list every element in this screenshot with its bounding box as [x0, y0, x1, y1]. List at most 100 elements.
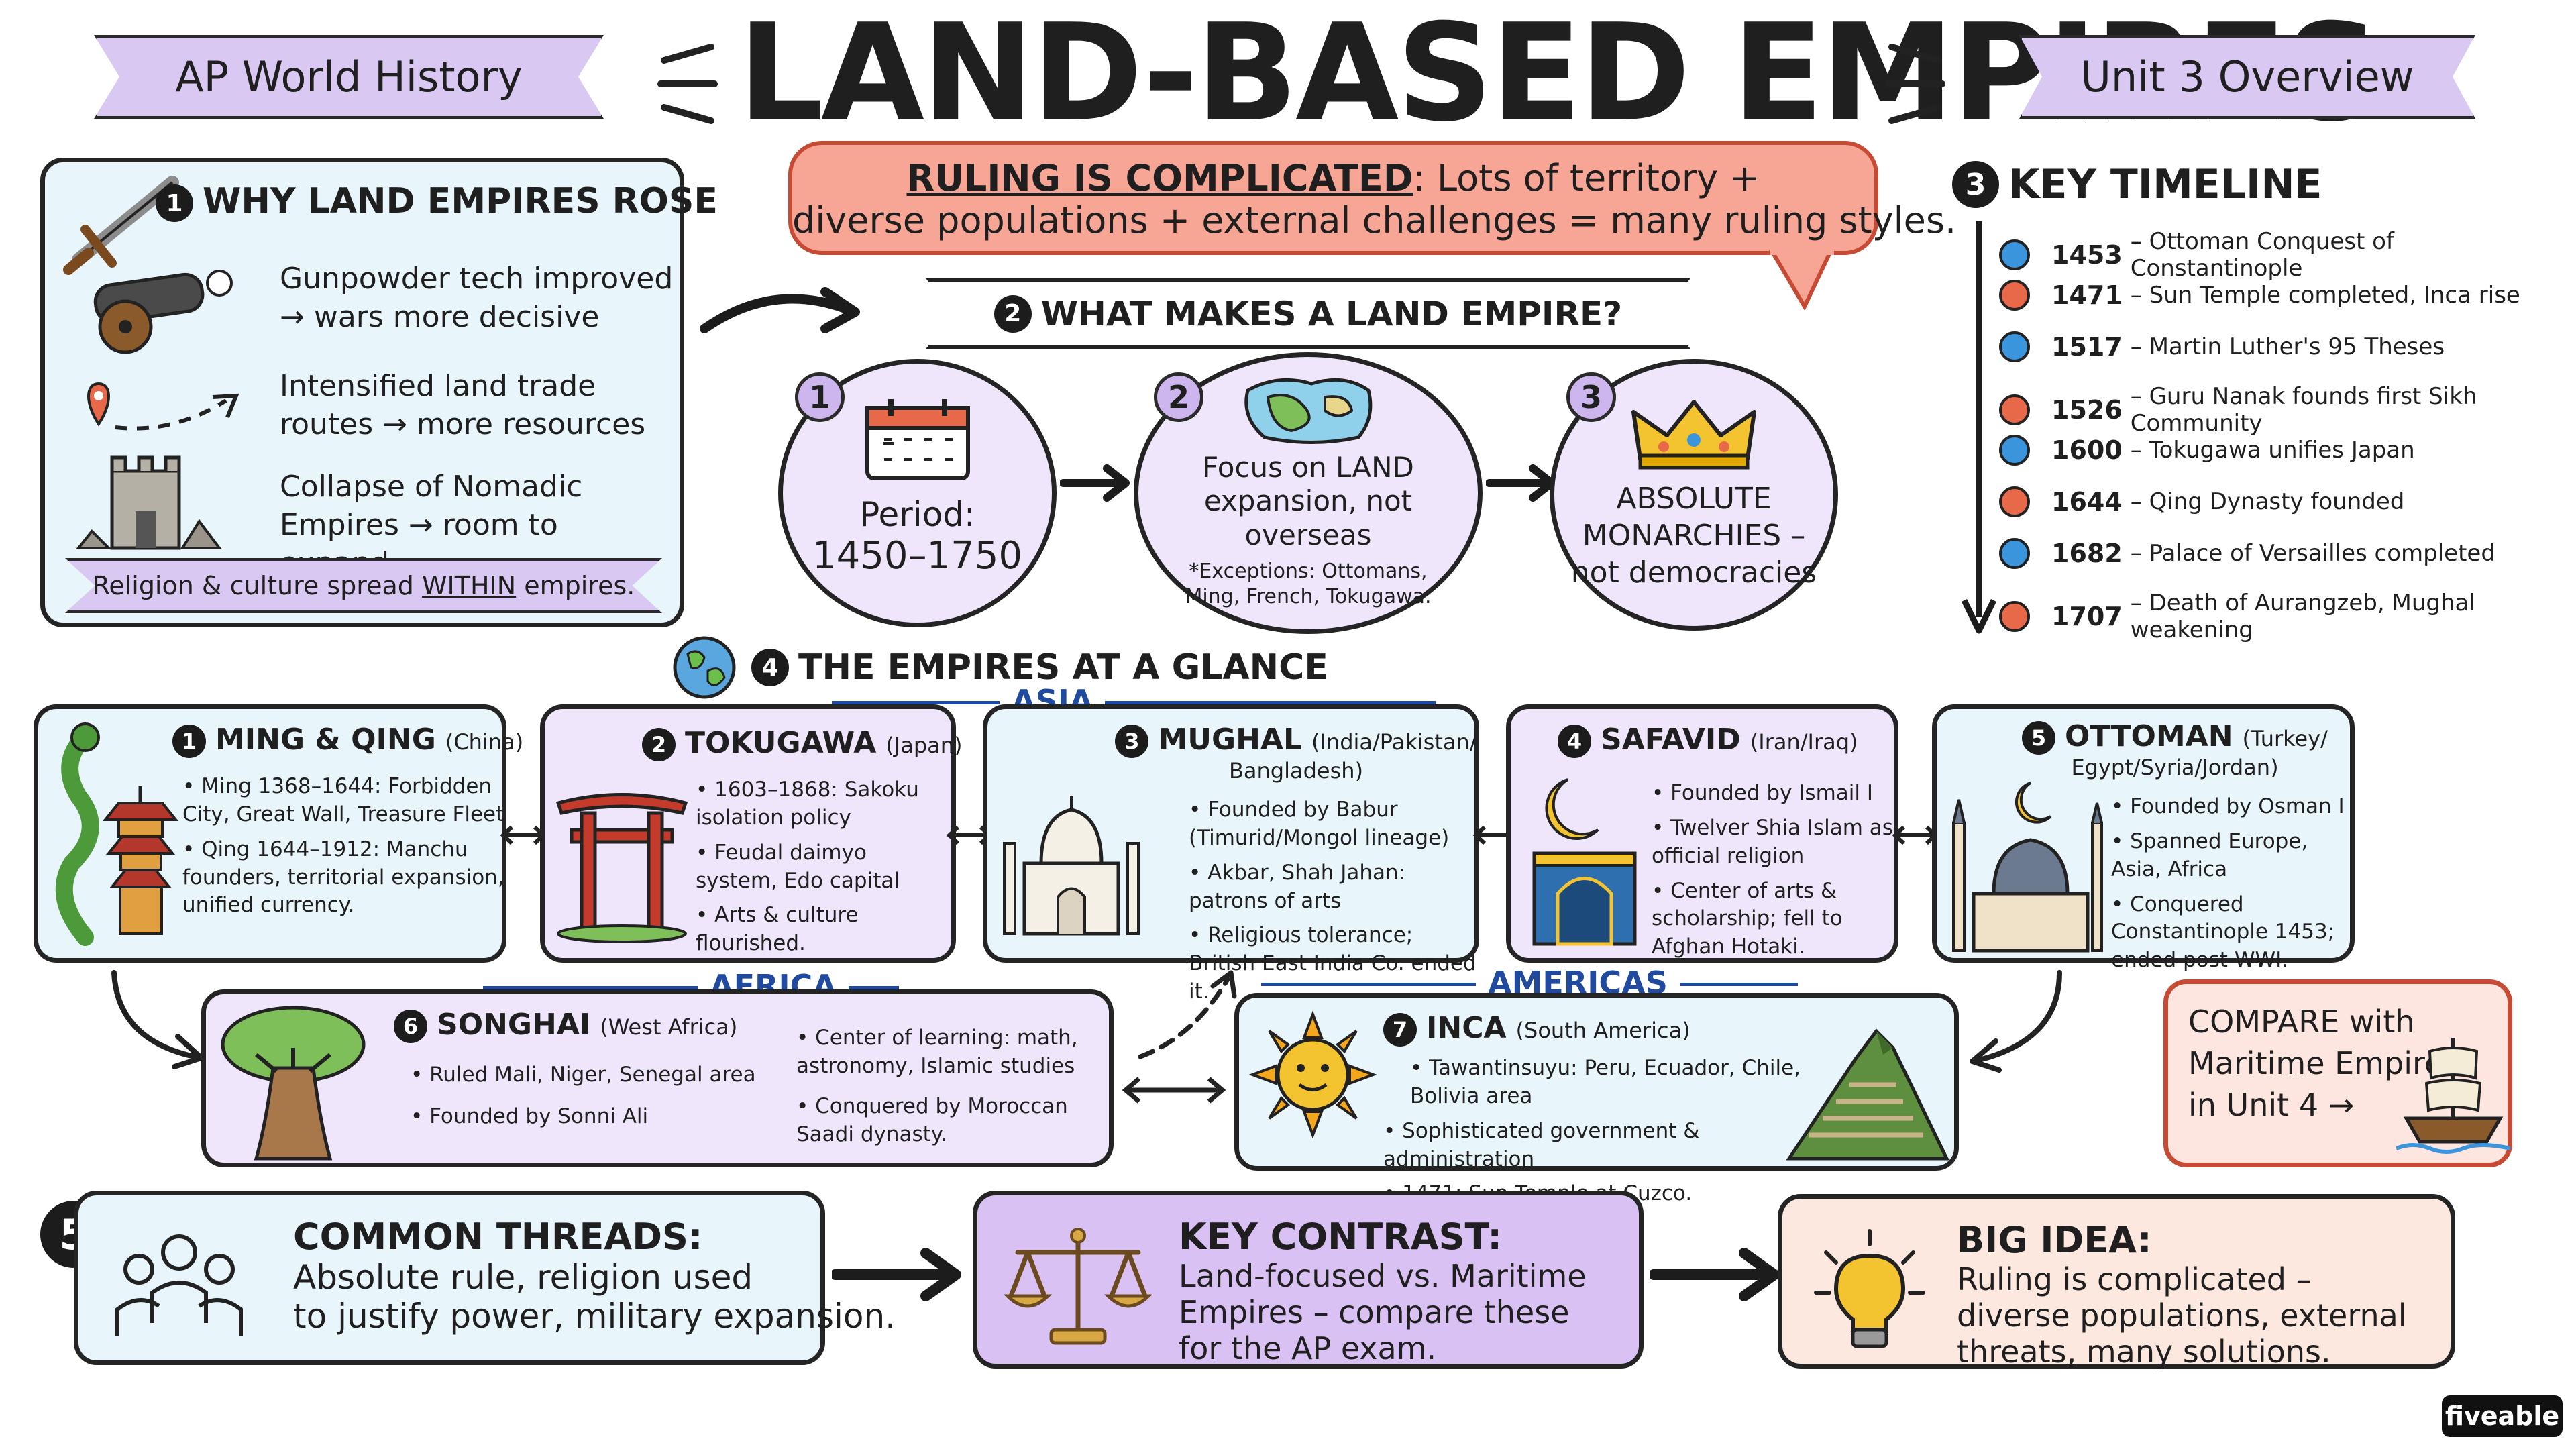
machu-picchu-icon	[1786, 1028, 1949, 1161]
period-label: Period:	[859, 494, 975, 534]
common-threads-card: COMMON THREADS: Absolute rule, religion …	[74, 1191, 896, 1365]
baobab-tree-icon	[221, 1006, 366, 1161]
section-number-1: 1	[156, 184, 193, 222]
land-focus-text: Focus on LAND expansion, not overseas	[1202, 450, 1414, 551]
ruling-line2: diverse populations + external challenge…	[792, 199, 1957, 241]
circle-number-3: 3	[1566, 372, 1616, 422]
exceptions-note: *Exceptions: Ottomans, Ming, French, Tok…	[1185, 559, 1432, 608]
torii-gate-icon	[555, 793, 688, 943]
songhai-bullets-right: Center of learning: math, astronomy, Isl…	[796, 1024, 1098, 1155]
ruling-line1: : Lots of territory +	[1413, 157, 1760, 199]
dragon-pagoda-icon	[55, 722, 179, 946]
compare-maritime-card: COMPARE with Maritime Empires in Unit 4 …	[2163, 979, 2512, 1167]
asia-divider	[832, 701, 1436, 704]
arrow-common-to-contrast	[832, 1248, 961, 1301]
why-item-trade: Intensified land trade routes → more res…	[280, 369, 646, 442]
why-item-gunpowder: Gunpowder tech improved → wars more deci…	[280, 262, 674, 335]
timeline-dot	[1999, 394, 2030, 425]
calendar-icon	[865, 398, 970, 480]
inca-bullets: Tawantinsuyu: Peru, Ecuador, Chile, Boli…	[1383, 1055, 1813, 1215]
timeline-dot	[1999, 486, 2030, 517]
why-empires-rose-card: 1 WHY LAND EMPIRES ROSE Gunpowder tech im…	[40, 158, 718, 627]
header-left-ribbon: AP World History	[94, 35, 604, 119]
callout-tail	[1768, 250, 1834, 310]
circle-number-2: 2	[1154, 372, 1203, 422]
sun-face-icon	[1249, 1011, 1377, 1138]
key-contrast-text: KEY CONTRAST: Land-focused vs. Maritime …	[1179, 1216, 1587, 1366]
ottoman-mosque-icon	[1952, 782, 2103, 953]
fiveable-logo: fiveable	[2442, 1395, 2563, 1437]
map-icon	[1244, 378, 1373, 444]
common-threads-text: COMMON THREADS: Absolute rule, religion …	[293, 1216, 896, 1336]
timeline-title: KEY TIMELINE	[2008, 161, 2322, 208]
section-number-4: 4	[751, 649, 789, 686]
religion-culture-banner: Religion & culture spread WITHIN empires…	[65, 558, 662, 613]
lightbulb-icon	[1814, 1229, 1925, 1348]
ruling-lead: RULING IS COMPLICATED	[906, 157, 1413, 199]
ming-qing-bullets: Ming 1368–1644: Forbidden City, Great Wa…	[182, 773, 504, 926]
big-idea-text: BIG IDEA: Ruling is complicated – divers…	[1957, 1219, 2407, 1370]
timeline-event: 1600– Tokugawa unifies Japan	[1999, 435, 2415, 466]
sailing-ship-icon	[2396, 1038, 2510, 1154]
what-title: WHAT MAKES A LAND EMPIRE?	[1040, 294, 1623, 333]
timeline-dot	[1999, 280, 2030, 311]
timeline-event: 1682– Palace of Versailles completed	[1999, 538, 2496, 569]
absolute-monarchy-circle: ABSOLUTE MONARCHIES – not democracies	[1550, 359, 1838, 631]
timeline-event: 1526– Guru Nanak founds first Sikh Commu…	[1999, 383, 2563, 437]
africa-divider	[483, 986, 899, 989]
balance-scale-icon	[1004, 1228, 1152, 1345]
songhai-bullets-left: Ruled Mali, Niger, Senegal area Founded …	[411, 1061, 786, 1138]
arrow-contrast-to-big-idea	[1650, 1248, 1780, 1301]
timeline-event: 1517– Martin Luther's 95 Theses	[1999, 331, 2445, 362]
timeline-list: 1453– Ottoman Conquest of Constantinople…	[1999, 228, 2563, 643]
arrow-why-to-what	[700, 287, 860, 333]
timeline-event: 1471– Sun Temple completed, Inca rise	[1999, 280, 2520, 311]
why-title: WHY LAND EMPIRES ROSE	[203, 181, 718, 221]
safavid-bullets: Founded by Ismail I Twelver Shia Islam a…	[1652, 780, 1896, 968]
timeline-dot	[1999, 331, 2030, 362]
course-label: AP World History	[175, 52, 523, 101]
ruined-castle-icon	[75, 455, 222, 550]
circle-number-1: 1	[795, 372, 845, 422]
arrow-circle1-to-2	[1060, 464, 1130, 502]
timeline-dot	[1999, 239, 2030, 270]
cannon-icon	[93, 270, 233, 354]
ruling-callout: RULING IS COMPLICATED: Lots of territory…	[788, 141, 1957, 255]
monarchy-text: ABSOLUTE MONARCHIES – not democracies	[1570, 482, 1817, 590]
why-heading: 1 WHY LAND EMPIRES ROSE	[156, 181, 718, 228]
arrow-ottoman-to-inca	[1970, 970, 2062, 1073]
tokugawa-bullets: 1603–1868: Sakoku isolation policy Feuda…	[696, 776, 954, 965]
crown-icon	[1631, 400, 1756, 470]
section-number-2: 2	[994, 294, 1032, 333]
double-arrow-songhai-inca	[1122, 1077, 1226, 1104]
mughal-bullets: Founded by Babur (Timurid/Mongol lineage…	[1189, 796, 1477, 1013]
mosque-arch-icon	[1532, 778, 1637, 946]
globe-icon	[673, 636, 736, 699]
ottoman-bullets: Founded by Osman I Spanned Europe, Asia,…	[2111, 793, 2353, 981]
period-value: 1450–1750	[812, 533, 1023, 578]
section-number-3: 3	[1952, 161, 1999, 208]
timeline-event: 1453– Ottoman Conquest of Constantinople	[1999, 228, 2563, 282]
timeline-dot	[1999, 435, 2030, 466]
compare-text: COMPARE with Maritime Empires in Unit 4 …	[2188, 1004, 2460, 1124]
unit-label: Unit 3 Overview	[2080, 52, 2414, 101]
arrow-circle2-to-3	[1486, 464, 1556, 502]
timeline-dot	[1999, 601, 2030, 632]
trade-route-icon	[87, 382, 239, 431]
timeline-dot	[1999, 538, 2030, 569]
